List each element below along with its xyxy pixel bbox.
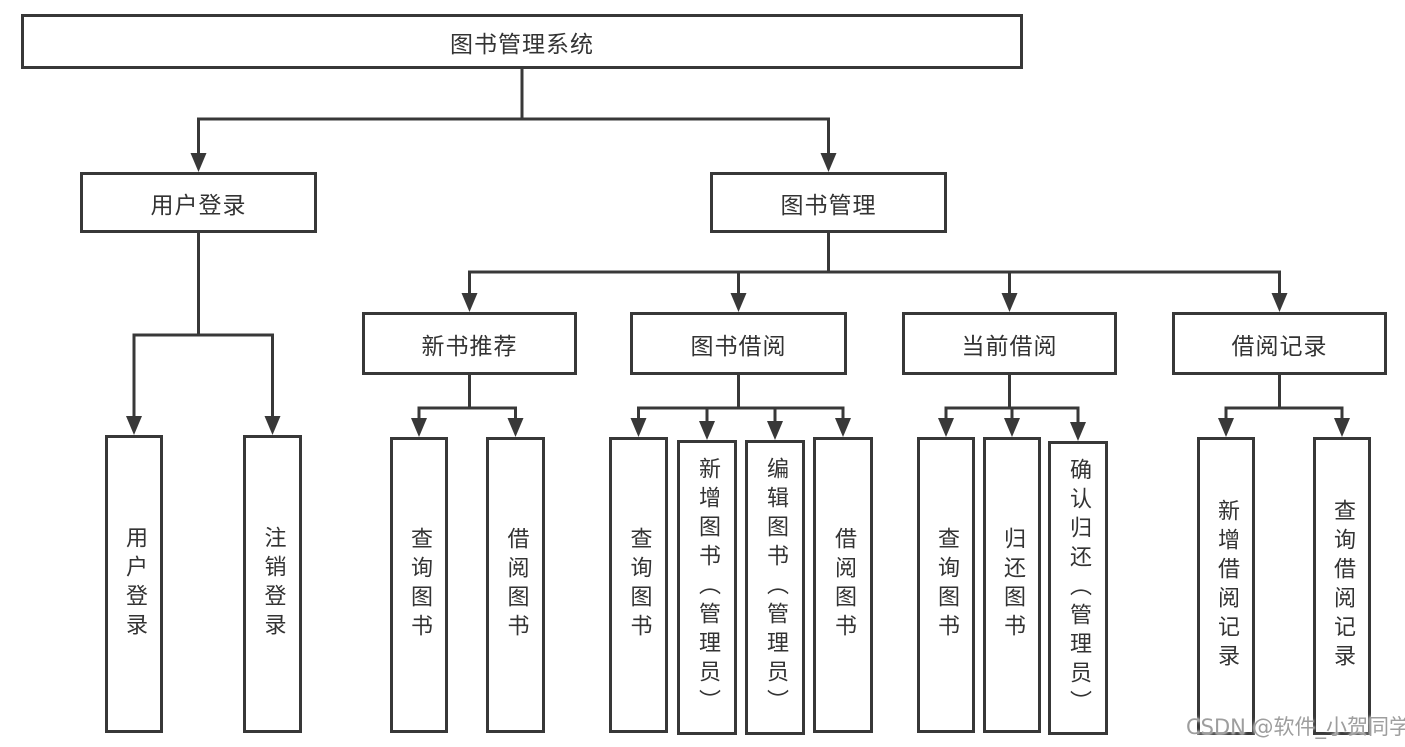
node-book-management: 图书管理 bbox=[710, 172, 947, 233]
leaf-logout: 注销登录 bbox=[243, 435, 302, 733]
node-book-management-label: 图书管理 bbox=[780, 192, 877, 219]
leaf-br-query-record: 查询借阅记录 bbox=[1313, 437, 1371, 735]
leaf-rec-borrow-books: 借阅图书 bbox=[486, 437, 545, 733]
connector-new-book-rec-group bbox=[417, 375, 517, 421]
node-borrowing-records: 借阅记录 bbox=[1172, 312, 1387, 375]
leaf-user-login: 用户登录 bbox=[105, 435, 163, 733]
node-new-book-recommend-label: 新书推荐 bbox=[421, 333, 518, 360]
leaf-cb-confirm-return-admin: 确认归还（管理员） bbox=[1048, 441, 1108, 735]
node-book-borrowing-label: 图书借阅 bbox=[690, 333, 787, 360]
connector-current-borrowing-group bbox=[944, 375, 1080, 425]
connector-book-mgmt-to-level2 bbox=[468, 233, 1281, 296]
node-user-login-label: 用户登录 bbox=[150, 192, 247, 219]
node-root: 图书管理系统 bbox=[21, 14, 1023, 69]
node-current-borrowing-label: 当前借阅 bbox=[961, 333, 1058, 360]
node-new-book-recommend: 新书推荐 bbox=[362, 312, 577, 375]
leaf-cb-query-books: 查询图书 bbox=[917, 437, 975, 733]
leaf-br-add-record: 新增借阅记录 bbox=[1197, 437, 1255, 735]
connector-root-to-level1 bbox=[197, 69, 830, 156]
node-current-borrowing: 当前借阅 bbox=[902, 312, 1117, 375]
leaf-cb-return-books: 归还图书 bbox=[983, 437, 1041, 733]
leaf-rec-query-books: 查询图书 bbox=[390, 437, 448, 733]
node-root-label: 图书管理系统 bbox=[450, 31, 594, 58]
arrowheads bbox=[126, 153, 1350, 441]
connector-user-login-group bbox=[132, 233, 274, 419]
leaf-bb-add-books-admin: 新增图书（管理员） bbox=[677, 440, 737, 735]
node-book-borrowing: 图书借阅 bbox=[630, 312, 847, 375]
connector-book-borrowing-group bbox=[637, 375, 845, 424]
node-user-login: 用户登录 bbox=[80, 172, 317, 233]
connector-borrowing-records-group bbox=[1224, 375, 1344, 421]
csdn-watermark: CSDN @软件_小贺同学 bbox=[1186, 715, 1405, 739]
node-borrowing-records-label: 借阅记录 bbox=[1231, 333, 1328, 360]
leaf-bb-borrow-books: 借阅图书 bbox=[813, 437, 873, 733]
leaf-bb-edit-books-admin: 编辑图书（管理员） bbox=[745, 440, 805, 735]
leaf-bb-query-books: 查询图书 bbox=[609, 437, 668, 733]
